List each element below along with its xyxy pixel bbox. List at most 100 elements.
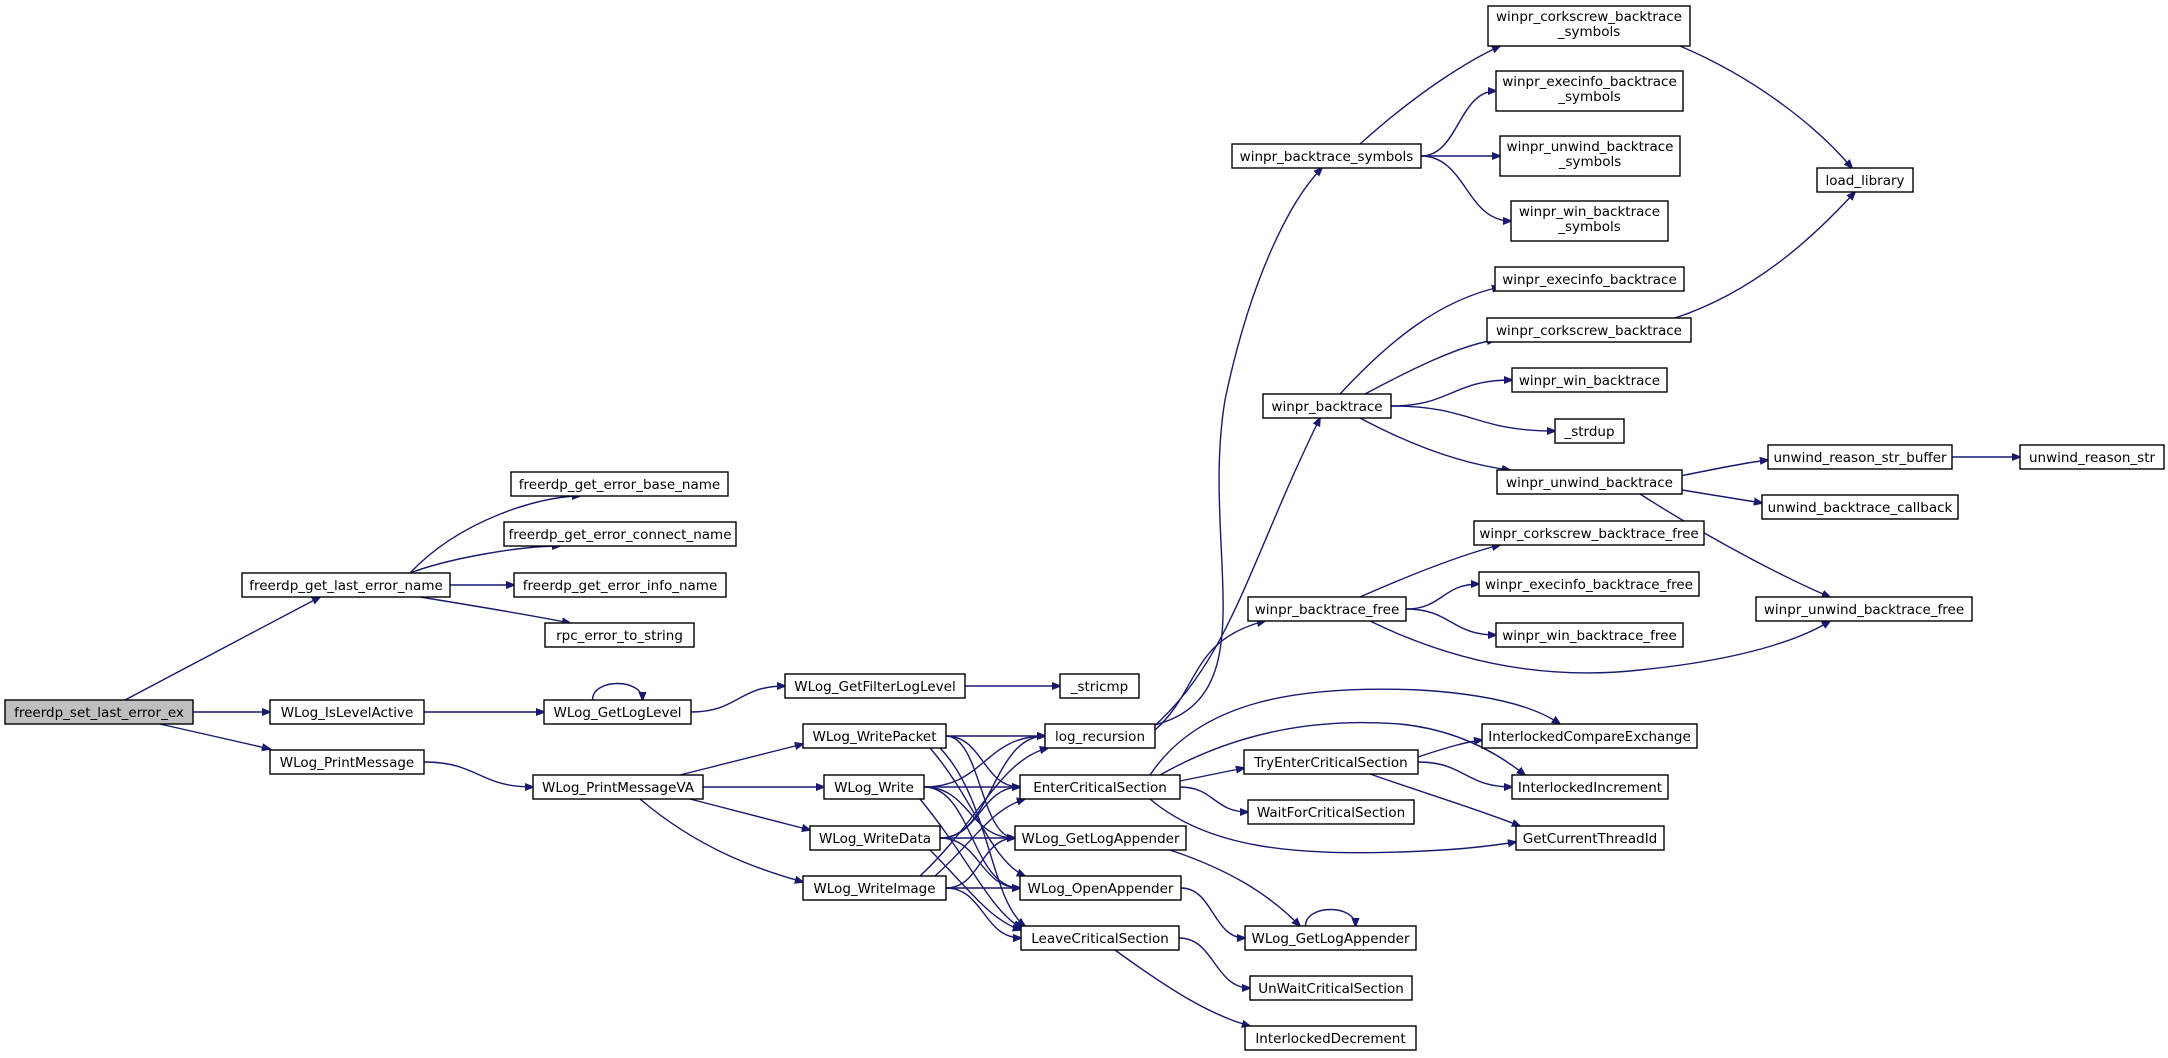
node-wlog-getlogappender-a[interactable]: WLog_GetLogAppender [1014,825,1187,851]
node-unwind-reason-str-buffer[interactable]: unwind_reason_str_buffer [1767,444,1953,470]
node-winpr-backtrace[interactable]: winpr_backtrace [1262,393,1392,419]
node-wlog-writedata[interactable]: WLog_WriteData [809,825,941,851]
node-wlog-getloglevel[interactable]: WLog_GetLogLevel [543,699,692,725]
function-nodes: freerdp_set_last_error_ex freerdp_get_las… [4,5,2165,1051]
node-box [1511,367,1668,393]
node-box [1019,875,1182,901]
node-wlog-printmessageva[interactable]: WLog_PrintMessageVA [532,774,704,800]
node-wlog-getfilterloglevel[interactable]: WLog_GetFilterLogLevel [784,673,966,699]
node-getcurrentthreadid[interactable]: GetCurrentThreadId [1515,825,1665,851]
node-freerdp-get-error-base-name[interactable]: freerdp_get_error_base_name [510,471,729,497]
call-edge-winpr-backtrace-symbols-to-winpr-win-backtrace-symbols [1420,155,1511,221]
node-box [1019,774,1181,800]
node-log-recursion[interactable]: log_recursion [1044,723,1156,749]
node-label: _strdup [1563,424,1614,440]
node-wlog-getlogappender-b[interactable]: WLog_GetLogAppender [1244,925,1417,951]
node-winpr-backtrace-free[interactable]: winpr_backtrace_free [1247,596,1407,622]
call-edge-freerdp-get-last-error-name-to-rpc-error-to-string [419,596,570,623]
call-edge-winpr-backtrace-to-winpr-win-backtrace [1390,380,1512,407]
call-edge-winpr-corkscrew-backtrace-to-load-library [1674,192,1855,319]
node-wlog-write[interactable]: WLog_Write [823,774,925,800]
node-wlog-printmessage[interactable]: WLog_PrintMessage [269,749,425,775]
node-freerdp-set-last-error-ex[interactable]: freerdp_set_last_error_ex [4,699,194,725]
call-edge-wlog-writedata-to-entercriticalsection [939,787,1020,839]
node-winpr-win-backtrace-free[interactable]: winpr_win_backtrace_free [1495,622,1684,648]
node-label: UnWaitCriticalSection [1258,981,1404,997]
node-box [1494,266,1685,292]
node-label: _symbols [1558,154,1622,170]
call-edge-winpr-backtrace-to-winpr-unwind-backtrace [1359,417,1510,470]
call-edge-wlog-printmessageva-to-wlog-writepacket [679,744,803,776]
node-label: winpr_win_backtrace [1519,373,1660,389]
node-winpr-corkscrew-backtrace-free[interactable]: winpr_corkscrew_backtrace_free [1473,520,1705,546]
node-winpr-execinfo-backtrace-symbols[interactable]: winpr_execinfo_backtrace_symbols [1495,70,1684,112]
node-label: WLog_PrintMessage [280,755,414,771]
call-edge-wlog-writeimage-to-log-recursion [919,748,1048,877]
node-unwind-reason-str[interactable]: unwind_reason_str [2019,444,2165,470]
node-wlog-islevelactive[interactable]: WLog_IsLevelActive [269,699,425,725]
node-box [823,774,925,800]
node-winpr-backtrace-symbols[interactable]: winpr_backtrace_symbols [1231,143,1422,169]
call-edge-entercriticalsection-to-getcurrentthreadid [1149,798,1516,854]
node-label: WLog_IsLevelActive [281,705,414,721]
node-winpr-unwind-backtrace-symbols[interactable]: winpr_unwind_backtrace_symbols [1499,135,1681,177]
node-interlockedincrement[interactable]: InterlockedIncrement [1511,774,1669,800]
node-winpr-execinfo-backtrace[interactable]: winpr_execinfo_backtrace [1494,266,1685,292]
node-box [269,699,425,725]
node-entercriticalsection[interactable]: EnterCriticalSection [1019,774,1181,800]
node-wlog-writepacket[interactable]: WLog_WritePacket [802,723,947,749]
node-label: winpr_unwind_backtrace [1506,475,1673,491]
call-edge-wlog-write-to-wlog-getlogappender-a [923,786,1015,838]
node-label: LeaveCriticalSection [1031,931,1169,947]
node-wlog-openappender[interactable]: WLog_OpenAppender [1019,875,1182,901]
node-label: InterlockedIncrement [1518,780,1662,796]
node-label: WLog_GetLogAppender [1251,931,1409,947]
node-box [1478,571,1700,597]
node-label: _stricmp [1070,679,1129,695]
node-wlog-writeimage[interactable]: WLog_WriteImage [802,875,947,901]
node-tryentercriticalsection[interactable]: TryEnterCriticalSection [1243,749,1419,775]
node-winpr-unwind-backtrace-free[interactable]: winpr_unwind_backtrace_free [1755,596,1973,622]
call-edge-wlog-writeimage-to-leavecriticalsection [945,887,1021,938]
call-edge-entercriticalsection-to-tryentercriticalsection [1179,768,1244,782]
node-label: winpr_execinfo_backtrace [1502,74,1677,90]
node-box [1020,925,1180,951]
node-label: winpr_win_backtrace [1519,204,1660,220]
node--strdup[interactable]: _strdup [1554,418,1625,444]
call-edge-wlog-openappender-to-wlog-getlogappender-b [1180,887,1245,938]
node-winpr-execinfo-backtrace-free[interactable]: winpr_execinfo_backtrace_free [1478,571,1700,597]
node-rpc-error-to-string[interactable]: rpc_error_to_string [544,622,695,648]
node-label: winpr_backtrace_symbols [1240,149,1414,165]
node-freerdp-get-last-error-name[interactable]: freerdp_get_last_error_name [241,572,451,598]
node--stricmp[interactable]: _stricmp [1059,673,1140,699]
node-label: unwind_backtrace_callback [1768,500,1953,516]
node-box [1486,317,1692,343]
call-edge-log-recursion-to-winpr-backtrace [1151,418,1320,729]
node-box [1755,596,1973,622]
node-interlockedcompareexchange[interactable]: InterlockedCompareExchange [1481,723,1698,749]
node-box [1495,622,1684,648]
node-unwind-backtrace-callback[interactable]: unwind_backtrace_callback [1761,494,1959,520]
node-freerdp-get-error-info-name[interactable]: freerdp_get_error_info_name [513,572,727,598]
node-box [4,699,194,725]
node-winpr-win-backtrace-symbols[interactable]: winpr_win_backtrace_symbols [1510,200,1669,242]
call-edge-leavecriticalsection-to-interlockeddecrement [1114,949,1250,1026]
node-winpr-unwind-backtrace[interactable]: winpr_unwind_backtrace [1496,469,1683,495]
node-label: WLog_GetFilterLogLevel [794,679,955,695]
node-leavecriticalsection[interactable]: LeaveCriticalSection [1020,925,1180,951]
call-edge-wlog-getlogappender-b-to-wlog-getlogappender-b [1304,908,1356,927]
node-box [1510,200,1669,242]
call-edge-wlog-getlogappender-a-to-wlog-getlogappender-b [1169,849,1300,926]
call-edge-winpr-unwind-backtrace-to-unwind-reason-str-buffer [1679,460,1768,477]
node-load-library[interactable]: load_library [1816,167,1914,193]
node-label: WaitForCriticalSection [1257,805,1405,821]
node-winpr-corkscrew-backtrace-symbols[interactable]: winpr_corkscrew_backtrace_symbols [1487,5,1691,47]
node-winpr-corkscrew-backtrace[interactable]: winpr_corkscrew_backtrace [1486,317,1692,343]
node-interlockeddecrement[interactable]: InterlockedDecrement [1244,1025,1417,1051]
node-winpr-win-backtrace[interactable]: winpr_win_backtrace [1511,367,1668,393]
node-freerdp-get-error-connect-name[interactable]: freerdp_get_error_connect_name [503,521,737,547]
node-unwaitcriticalsection[interactable]: UnWaitCriticalSection [1249,975,1413,1001]
node-waitforcriticalsection[interactable]: WaitForCriticalSection [1247,799,1415,825]
node-label: winpr_execinfo_backtrace_free [1485,577,1693,593]
